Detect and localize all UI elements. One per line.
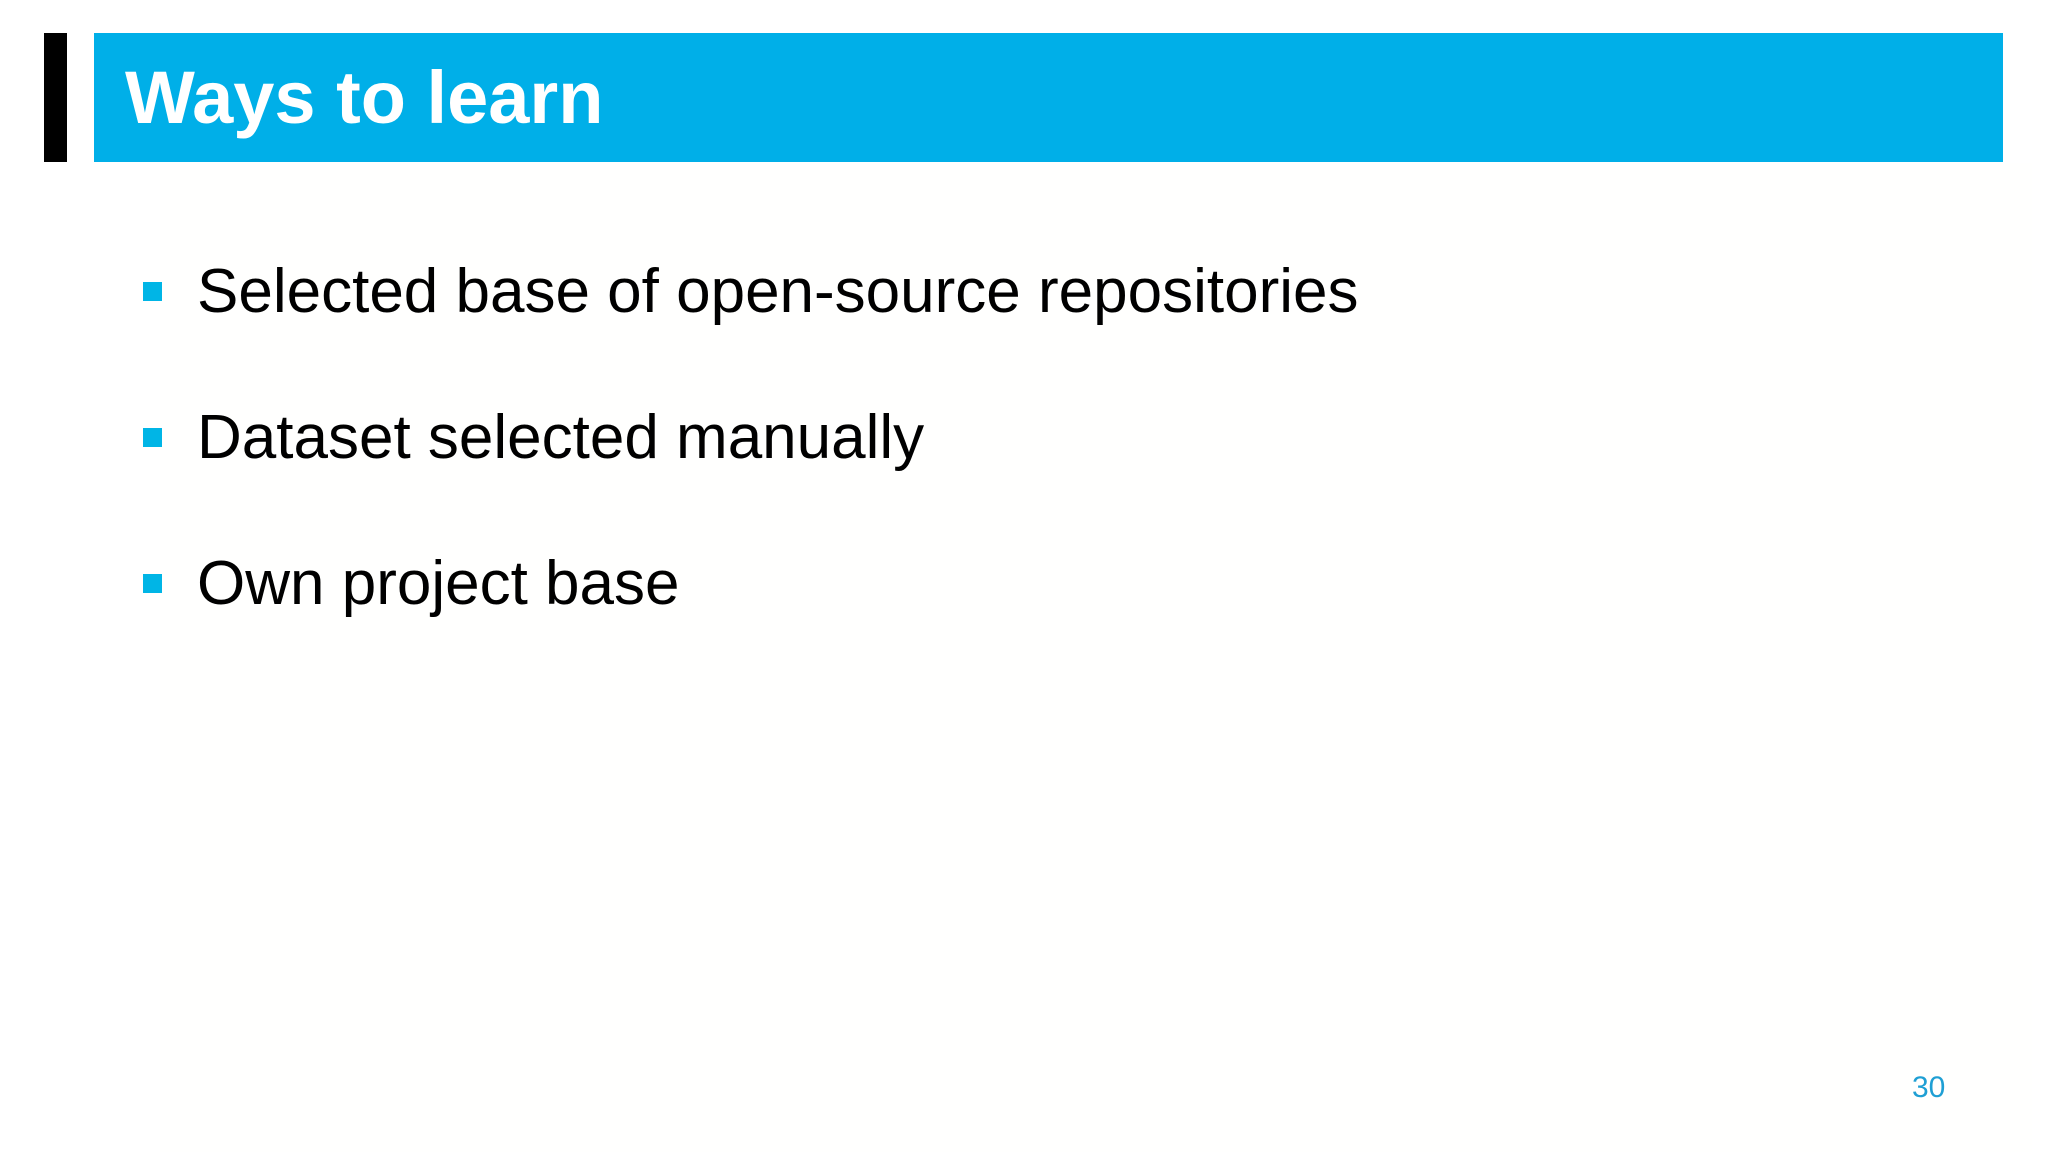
list-item: Own project base xyxy=(143,550,1943,696)
title-band xyxy=(94,33,2003,162)
square-bullet-icon xyxy=(143,428,162,447)
bullet-item-label: Selected base of open-source repositorie… xyxy=(197,257,1359,326)
page-number: 30 xyxy=(1912,1071,1946,1104)
bullet-list: Selected base of open-source repositorie… xyxy=(143,258,1943,696)
title-accent-bar xyxy=(44,33,67,162)
list-item: Selected base of open-source repositorie… xyxy=(143,258,1943,404)
square-bullet-icon xyxy=(143,574,162,593)
content-placeholder-region xyxy=(160,163,2032,1152)
square-bullet-icon xyxy=(143,282,162,301)
list-item: Dataset selected manually xyxy=(143,404,1943,550)
slide-title: Ways to learn xyxy=(125,55,604,139)
bullet-item-label: Own project base xyxy=(197,549,680,618)
bullet-item-label: Dataset selected manually xyxy=(197,403,925,472)
